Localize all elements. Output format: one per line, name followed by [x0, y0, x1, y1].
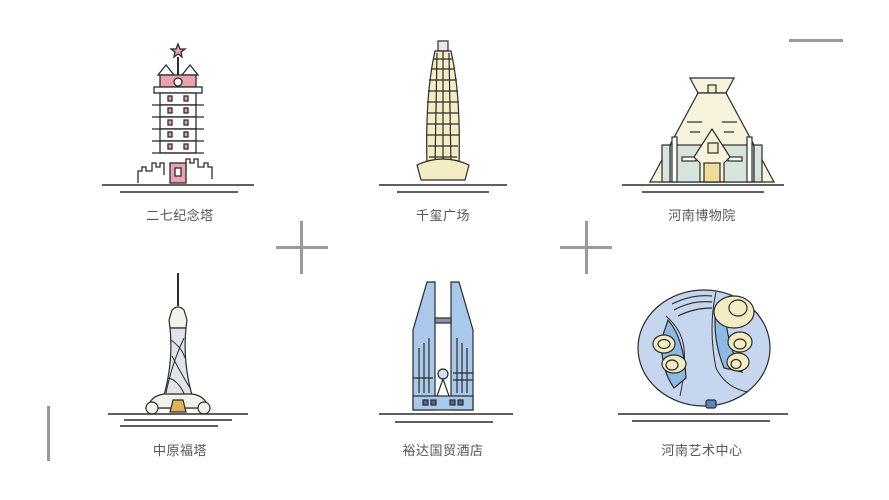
bottom-left-rule — [47, 406, 50, 461]
landmark-card-erqi-tower: 二七纪念塔 — [90, 35, 270, 235]
landmark-label: 千玺广场 — [415, 209, 470, 224]
landmark-label: 河南艺术中心 — [661, 444, 743, 459]
landmark-label: 中原福塔 — [152, 444, 207, 459]
henan-museum-illustration — [622, 77, 784, 193]
landmark-label: 二七纪念塔 — [146, 209, 214, 224]
landmark-card-henan-museum: 河南博物院 — [612, 35, 792, 235]
landmark-label: 裕达国贸酒店 — [402, 444, 484, 459]
erqi-tower-illustration — [102, 42, 254, 193]
yuda-hotel-illustration — [379, 281, 513, 423]
landmark-card-yuda-hotel: 裕达国贸酒店 — [353, 268, 533, 468]
landmark-card-qianxi-plaza: 千玺广场 — [353, 35, 533, 235]
top-right-rule — [789, 39, 843, 42]
landmark-card-henan-art-center: 河南艺术中心 — [612, 268, 792, 468]
henan-art-center-illustration — [618, 289, 788, 422]
landmark-label: 河南博物院 — [668, 209, 736, 224]
qianxi-plaza-illustration — [379, 40, 507, 193]
zhongyuan-tower-illustration — [108, 273, 248, 427]
landmark-card-zhongyuan-tower: 中原福塔 — [90, 268, 270, 468]
